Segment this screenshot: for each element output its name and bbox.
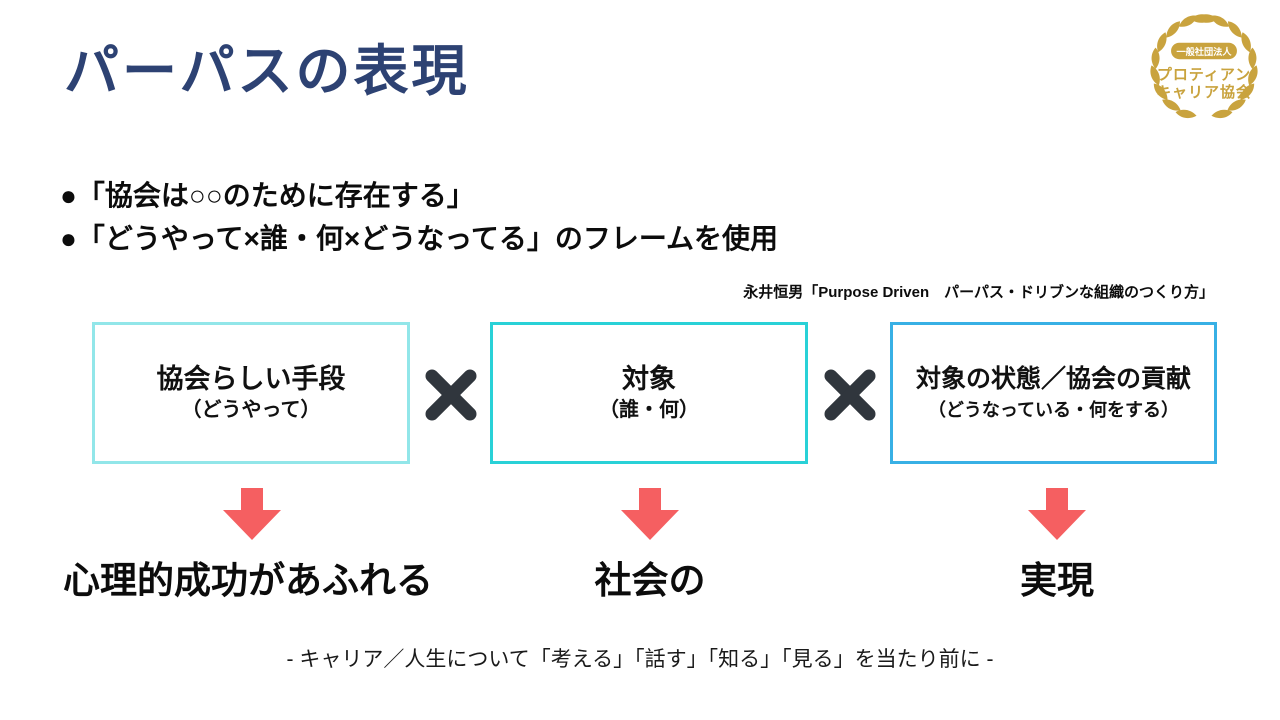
bullet-item-1: ●「協会は○○のために存在する」 <box>60 180 475 211</box>
logo-badge-pill <box>1171 42 1237 60</box>
purpose-statement: - キャリア／人生について「考える」「話す」「知る」「見る」を当たり前に - <box>286 648 994 671</box>
bullet-list: ●「協会は○○のために存在する」 ●「どうやって×誰・何×どうなってる」のフレー… <box>60 174 778 260</box>
association-logo: 一般社団法人 プロティアン キャリア協会 <box>1140 4 1268 128</box>
logo-name-line2: キャリア協会 <box>1156 83 1252 101</box>
multiply-icon <box>824 369 876 421</box>
frame-box-state: 対象の状態／協会の貢献 （どうなっている・何をする） <box>890 322 1217 464</box>
frame-box-target-label: 対象 <box>622 364 676 394</box>
source-citation: 永井恒男「Purpose Driven パーパス・ドリブンな組織のつくり方」 <box>743 284 1214 301</box>
frame-box-state-sublabel: （どうなっている・何をする） <box>927 400 1180 420</box>
down-arrow-icon <box>1028 488 1086 540</box>
page-title: パーパスの表現 <box>64 40 470 102</box>
frame-box-state-label: 対象の状態／協会の貢献 <box>915 365 1191 393</box>
result-state: 実現 <box>1020 560 1094 601</box>
frame-box-target: 対象 （誰・何） <box>490 322 808 464</box>
logo-badge-text: 一般社団法人 <box>1176 46 1232 57</box>
result-target: 社会の <box>594 560 706 601</box>
frame-box-target-sublabel: （誰・何） <box>599 399 699 421</box>
multiply-icon <box>425 369 477 421</box>
logo-name-line1: プロティアン <box>1157 67 1251 84</box>
frame-box-method-sublabel: （どうやって） <box>181 399 321 421</box>
result-method: 心理的成功があふれる <box>63 560 433 601</box>
bullet-item-2: ●「どうやって×誰・何×どうなってる」のフレームを使用 <box>60 223 778 254</box>
frame-box-method-label: 協会らしい手段 <box>156 364 346 394</box>
down-arrow-icon <box>621 488 679 540</box>
frame-box-method: 協会らしい手段 （どうやって） <box>92 322 410 464</box>
down-arrow-icon <box>223 488 281 540</box>
laurel-wreath-icon: 一般社団法人 プロティアン キャリア協会 <box>1147 12 1261 120</box>
